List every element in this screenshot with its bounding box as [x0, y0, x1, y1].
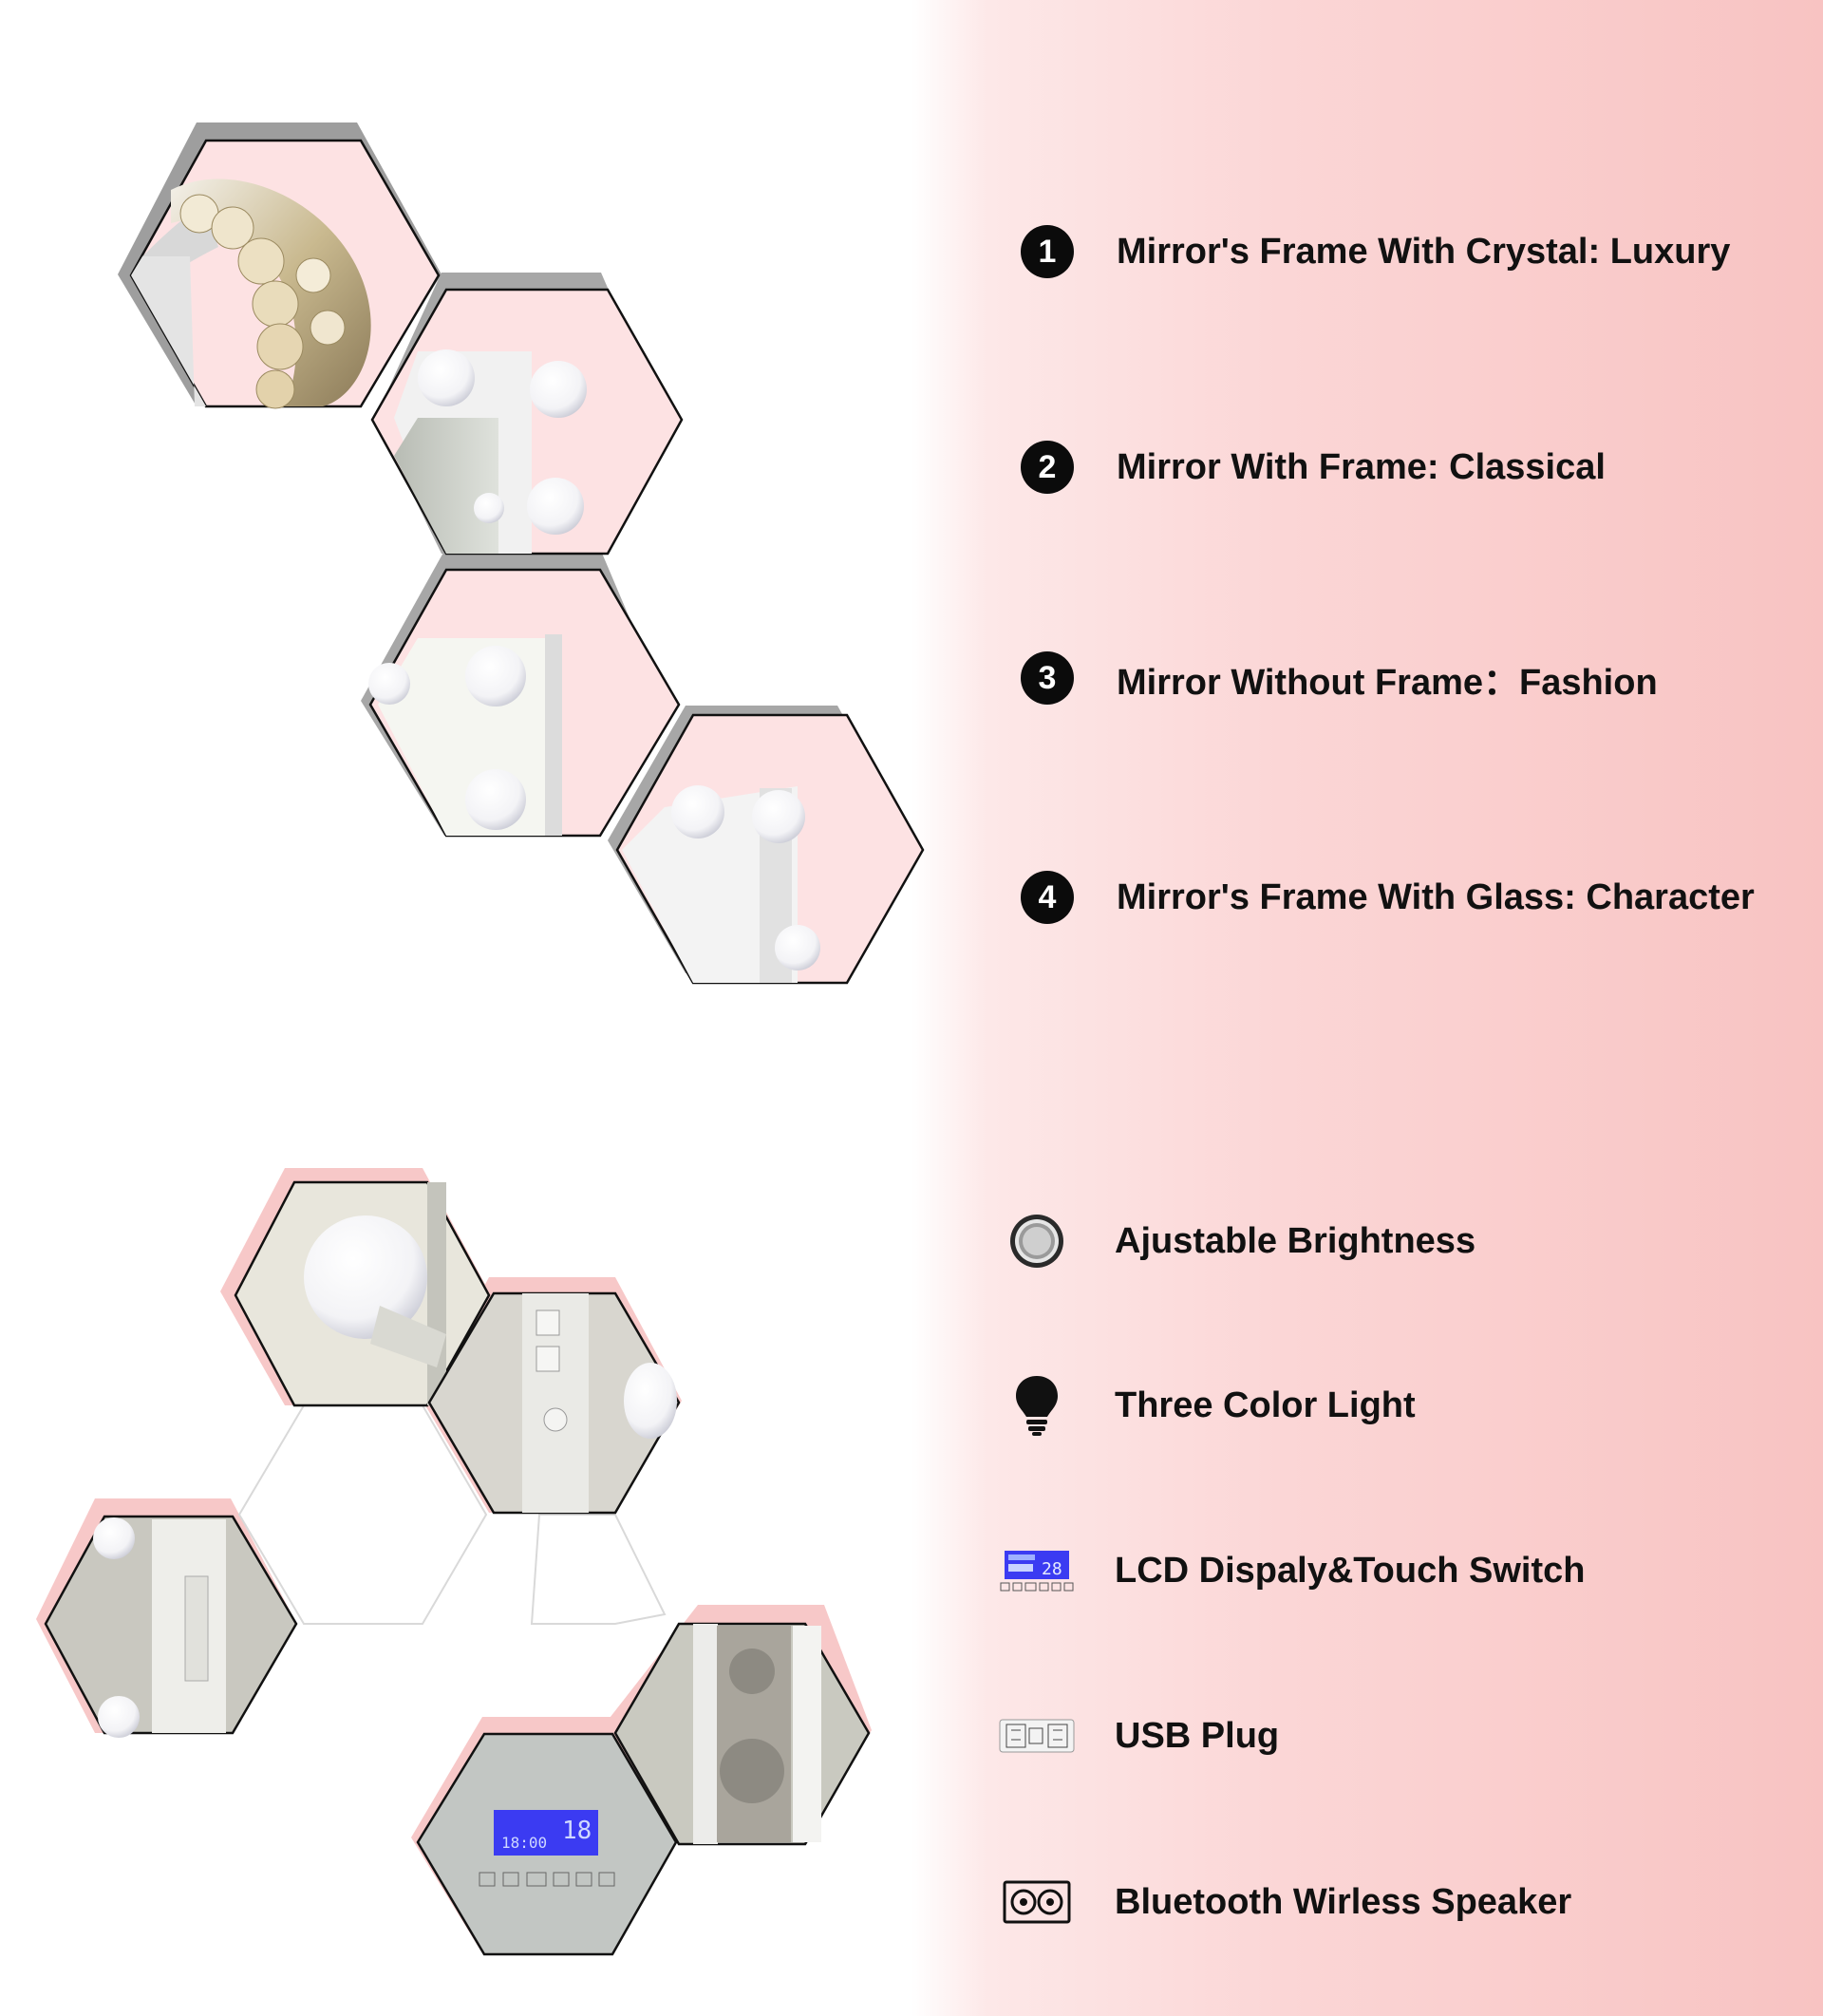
- style-item-2: 2 Mirror With Frame: Classical: [1021, 441, 1606, 494]
- feature-label-brightness: Ajustable Brightness: [1115, 1220, 1476, 1261]
- number-badge-3: 3: [1021, 651, 1074, 705]
- feature-item-light: Three Color Light: [999, 1372, 1416, 1439]
- lightbulb-icon: [999, 1372, 1075, 1439]
- bulb-closeup-photo: [234, 1180, 491, 1407]
- feature-item-speaker: Bluetooth Wirless Speaker: [999, 1869, 1571, 1935]
- usb-plug-icon: [999, 1703, 1075, 1769]
- lcd-panel-time: 18:00: [501, 1834, 547, 1852]
- style-label-4: Mirror's Frame With Glass: Character: [1117, 876, 1755, 917]
- crystal-frame-photo: [129, 139, 441, 409]
- mirror-hexagon-collage: 18:00 18: [36, 122, 925, 1956]
- feature-item-usb: USB Plug: [999, 1703, 1279, 1769]
- lcd-icon-day: 28: [1042, 1559, 1062, 1579]
- feature-label-speaker: Bluetooth Wirless Speaker: [1115, 1881, 1572, 1922]
- style-item-1: 1 Mirror's Frame With Crystal: Luxury: [1021, 225, 1730, 278]
- knob-icon: [999, 1208, 1075, 1274]
- frameless-mirror-photo: [368, 568, 681, 838]
- style-label-2: Mirror With Frame: Classical: [1117, 446, 1606, 487]
- feature-label-usb: USB Plug: [1115, 1715, 1280, 1756]
- feature-label-lcd: LCD Dispaly&Touch Switch: [1115, 1550, 1586, 1591]
- style-item-4: 4 Mirror's Frame With Glass: Character: [1021, 871, 1755, 924]
- feature-item-lcd: 28 LCD Dispaly&Touch Switch: [999, 1537, 1585, 1604]
- number-badge-1: 1: [1021, 225, 1074, 278]
- speaker-panel-photo: [613, 1622, 871, 1846]
- feature-item-brightness: Ajustable Brightness: [999, 1208, 1475, 1274]
- feature-label-light: Three Color Light: [1115, 1385, 1416, 1425]
- style-label-1: Mirror's Frame With Crystal: Luxury: [1117, 231, 1731, 272]
- glass-frame-photo: [615, 713, 925, 985]
- usb-outlet-photo: [44, 1515, 298, 1738]
- number-badge-2: 2: [1021, 441, 1074, 494]
- style-item-3: 3 Mirror Without Frame：Fashion: [1021, 651, 1658, 705]
- number-badge-4: 4: [1021, 871, 1074, 924]
- lcd-panel-temp: 18: [562, 1817, 592, 1845]
- power-socket-photo: [427, 1291, 681, 1515]
- lcd-panel-photo: 18:00 18: [416, 1732, 678, 1956]
- lcd-display-icon: 28: [999, 1537, 1075, 1604]
- style-label-3: Mirror Without Frame：Fashion: [1117, 662, 1658, 703]
- classical-frame-photo: [370, 288, 684, 556]
- speaker-icon: [999, 1869, 1075, 1935]
